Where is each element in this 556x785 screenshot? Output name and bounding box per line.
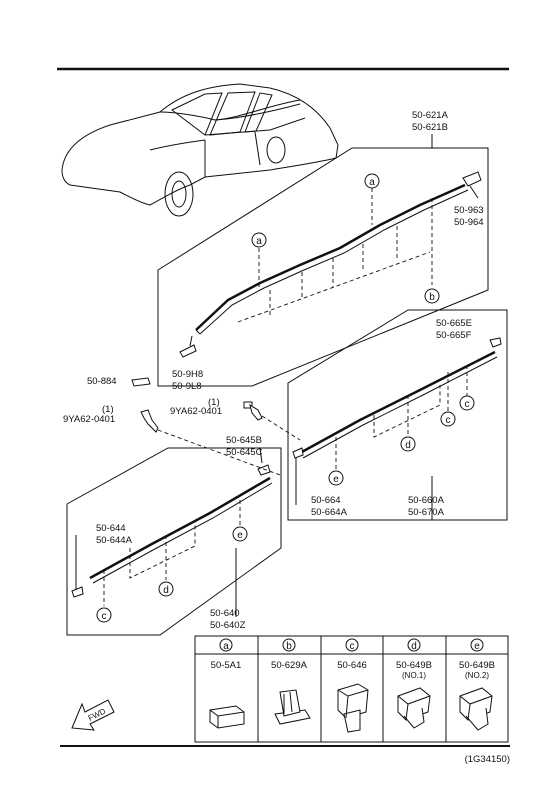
rear-door-end-rear-label-1: 50-665E xyxy=(436,318,472,329)
svg-text:c: c xyxy=(446,415,451,426)
svg-text:d: d xyxy=(405,440,411,451)
table-col-b: b 50-629A xyxy=(271,638,311,725)
clip-d-note: (NO.1) xyxy=(402,671,426,680)
clip-d-part: 50-649B xyxy=(396,660,432,671)
bolt-left-qty: (1) xyxy=(102,404,114,415)
marker-b-roof: b xyxy=(424,288,440,304)
svg-text:c: c xyxy=(102,611,107,622)
svg-text:a: a xyxy=(256,236,262,247)
marker-d-rear: d xyxy=(400,436,416,452)
svg-text:b: b xyxy=(429,292,435,303)
marker-e-front: e xyxy=(232,526,248,542)
clip-c-part: 50-646 xyxy=(337,660,367,671)
rear-door-molding-label-1: 50-660A xyxy=(408,495,445,506)
front-door-molding-panel xyxy=(66,447,282,636)
roof-end-rear-label-2: 50-964 xyxy=(454,217,484,228)
front-door-end-rear-label-2: 50-645C xyxy=(226,447,263,458)
clip-letter-markers: a a b c c d e e d c xyxy=(96,173,475,623)
clip-e-note: (NO.2) xyxy=(465,671,489,680)
fwd-arrow-icon: FWD xyxy=(71,699,115,731)
clip-884-label: 50-884 xyxy=(87,376,117,387)
leader-lines xyxy=(235,134,433,617)
roof-end-front-label-1: 50-9H8 xyxy=(172,369,203,380)
svg-text:c: c xyxy=(350,641,355,652)
roof-molding-label-2: 50-621B xyxy=(412,122,448,133)
front-door-end-rear-label-1: 50-645B xyxy=(226,435,262,446)
marker-c-rear-2: c xyxy=(459,395,475,411)
bolt-left-label: 9YA62-0401 xyxy=(63,414,115,425)
diagram-id: (1G34150) xyxy=(465,754,510,765)
car-illustration xyxy=(61,83,339,217)
callout-labels: 50-621A 50-621B 50-963 50-964 50-9H8 50-… xyxy=(63,110,484,631)
front-door-end-front-label-2: 50-644A xyxy=(96,535,133,546)
table-col-c: c 50-646 xyxy=(337,638,369,733)
rear-door-end-front-label-1: 50-664 xyxy=(311,495,341,506)
clip-a-part: 50-5A1 xyxy=(211,660,242,671)
svg-text:d: d xyxy=(411,641,417,652)
rear-door-molding-panel xyxy=(287,309,508,521)
roof-end-rear-label-1: 50-963 xyxy=(454,205,484,216)
rear-door-end-front-label-2: 50-664A xyxy=(311,507,348,518)
marker-c-rear-1: c xyxy=(440,411,456,427)
svg-text:c: c xyxy=(465,399,470,410)
svg-text:d: d xyxy=(163,585,169,596)
marker-c-front: c xyxy=(96,607,112,623)
svg-text:e: e xyxy=(474,641,480,652)
clip-b-part: 50-629A xyxy=(271,660,308,671)
front-door-end-front-label-1: 50-644 xyxy=(96,523,126,534)
bolt-mid-label: 9YA62-0401 xyxy=(170,406,222,417)
svg-text:e: e xyxy=(333,474,339,485)
rear-door-end-rear-label-2: 50-665F xyxy=(436,330,472,341)
clip-table: a 50-5A1 b 50-629A c 50-646 d 50-649B (N… xyxy=(194,635,509,743)
marker-a-left: a xyxy=(251,232,267,248)
roof-molding-label-1: 50-621A xyxy=(412,110,449,121)
roof-molding-panel xyxy=(157,147,489,387)
rear-door-molding-label-2: 50-670A xyxy=(408,507,445,518)
roof-end-front-label-2: 50-9L8 xyxy=(172,381,202,392)
marker-d-front: d xyxy=(158,581,174,597)
marker-e-rear: e xyxy=(328,470,344,486)
fasteners xyxy=(131,377,301,476)
table-col-a: a 50-5A1 xyxy=(209,638,245,729)
marker-a-right: a xyxy=(364,173,380,189)
svg-text:a: a xyxy=(223,641,229,652)
svg-text:e: e xyxy=(237,530,243,541)
front-door-molding-label-2: 50-640Z xyxy=(210,620,246,631)
table-col-e: e 50-649B (NO.2) xyxy=(459,638,495,731)
front-door-molding-label-1: 50-640 xyxy=(210,608,240,619)
svg-text:b: b xyxy=(286,641,292,652)
table-col-d: d 50-649B (NO.1) xyxy=(396,638,432,729)
clip-e-part: 50-649B xyxy=(459,660,495,671)
svg-text:a: a xyxy=(369,177,375,188)
bolt-mid-qty: (1) xyxy=(208,397,220,408)
